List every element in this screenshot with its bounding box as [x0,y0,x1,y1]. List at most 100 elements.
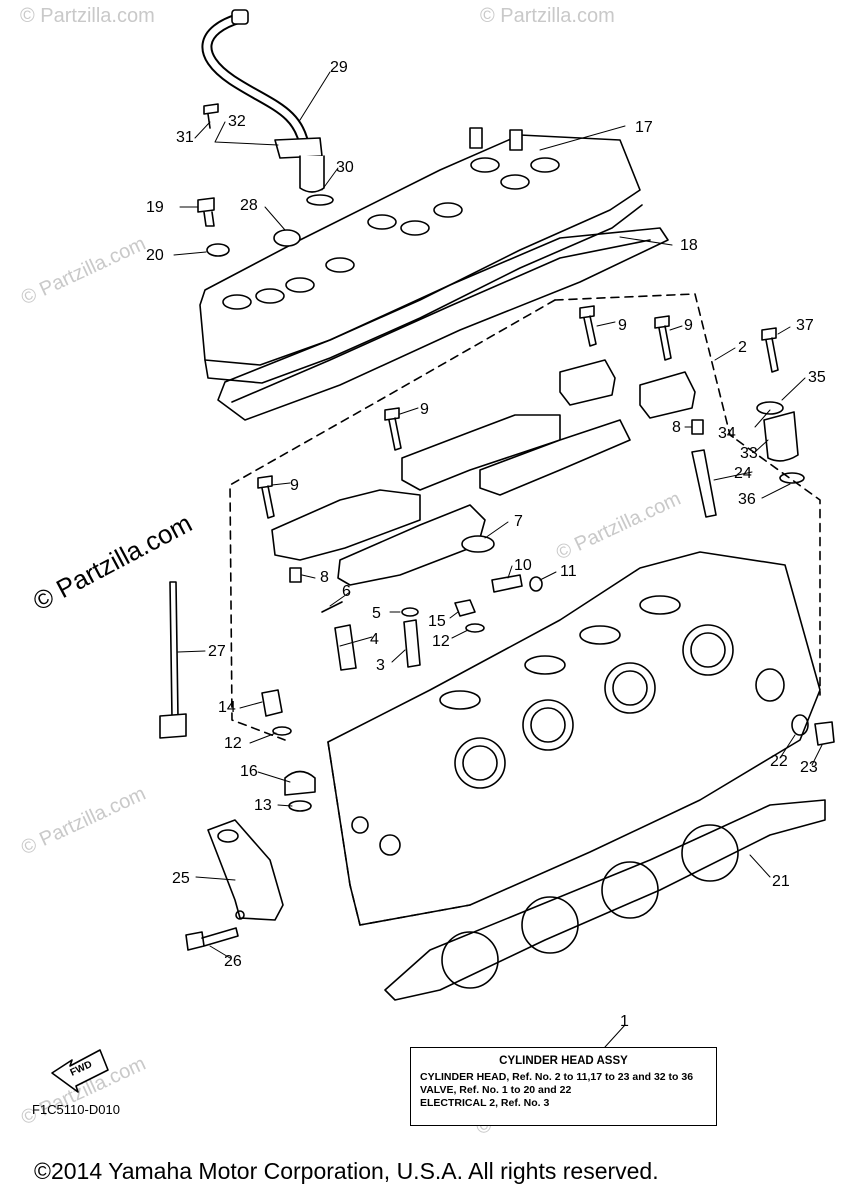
callout-17: 17 [635,119,653,136]
cap-bolt-1 [579,305,597,347]
head-outline-dash [327,741,471,926]
callout-24: 24 [734,465,752,482]
o-ring-36 [779,472,805,484]
gasket-bore-3 [601,861,659,919]
callout-9: 9 [290,477,299,494]
legend-line-3: ELECTRICAL 2, Ref. No. 3 [420,1097,550,1109]
valve-guide-3 [403,619,421,668]
valve-guide-4 [334,624,357,671]
cap-bolt-3 [384,407,402,451]
side-port [755,668,785,702]
cam-cap-long-2 [479,419,631,496]
washer-11 [529,576,543,592]
legend-box: CYLINDER HEAD ASSY CYLINDER HEAD, Ref. N… [410,1047,717,1126]
cover-stud-2 [509,129,523,151]
cap-bolt-4 [257,475,275,519]
legend-line-2: VALVE, Ref. No. 1 to 20 and 22 [420,1084,572,1096]
hose-bracket [274,137,323,159]
head-boss-1 [379,834,401,856]
nut-15 [454,599,476,617]
callout-20: 20 [146,247,164,264]
cam-seat-3 [524,655,566,675]
callout-23: 23 [800,759,818,776]
cover-stud-1 [469,127,483,149]
callout-12: 12 [432,633,450,650]
washer-12a [465,623,485,633]
callout-32: 32 [228,113,246,130]
callout-12: 12 [224,735,242,752]
callout-37: 37 [796,317,814,334]
cover-port-1 [222,294,252,310]
legend-title: CYLINDER HEAD ASSY [499,1055,628,1067]
copyright-notice: ©2014 Yamaha Motor Corporation, U.S.A. A… [34,1158,659,1184]
head-boss-2 [351,816,369,834]
watermark-1: © Partzilla.com [20,5,155,27]
cam-seat-2 [639,595,681,615]
cover-port-9 [500,174,530,190]
callout-29: 29 [330,59,348,76]
bracket-hole-2 [235,910,245,920]
callout-35: 35 [808,369,826,386]
gasket-bore-2 [521,896,579,954]
cam-group-box-left [229,299,556,741]
cam-seat-1 [579,625,621,645]
cam-group-box [554,293,821,696]
callout-33: 33 [740,445,758,462]
callout-6: 6 [342,583,351,600]
fwd-arrow-icon: FWD [51,1049,109,1093]
plug-28 [273,229,301,247]
callout-5: 5 [372,605,381,622]
bracket-25 [207,819,284,921]
sensor-27-rod [169,581,179,719]
watermark-3: © Partzilla.com [18,233,149,310]
cover-port-7 [433,202,463,218]
callout-4: 4 [370,631,379,648]
callout-2: 2 [738,339,747,356]
port-4-inner [690,632,726,668]
cam-seat-4 [439,690,481,710]
callout-15: 15 [428,613,446,630]
dowel-8b [691,419,704,435]
callout-19: 19 [146,199,164,216]
bolt-10 [491,574,523,593]
callout-28: 28 [240,197,258,214]
callout-11: 11 [560,563,577,580]
diagram-code: F1C5110-D010 [32,1102,120,1117]
stud-24 [691,449,717,518]
callout-18: 18 [680,237,698,254]
cylinder-head [327,551,821,926]
callout-8: 8 [672,419,681,436]
callout-22: 22 [770,753,788,770]
callout-9: 9 [684,317,693,334]
cap-bolt-2 [654,315,672,361]
callout-7: 7 [514,513,523,530]
callout-30: 30 [336,159,354,176]
circlip-5 [401,607,419,617]
plate-34 [756,401,784,415]
hose-end [231,9,249,25]
o-ring-30 [306,194,334,206]
callout-16: 16 [240,763,258,780]
callout-14: 14 [218,699,236,716]
cover-port-2 [255,288,285,304]
callout-31: 31 [176,129,194,146]
grommet-20 [206,243,230,257]
callout-36: 36 [738,491,756,508]
callout-26: 26 [224,953,242,970]
watermark-5: © Partzilla.com [18,783,149,860]
plug-23 [814,721,835,746]
callout-10: 10 [514,557,532,574]
dowel-8a [289,567,302,583]
legend-line-1: CYLINDER HEAD, Ref. No. 2 to 11,17 to 23… [420,1071,694,1083]
hose-nipple [299,155,325,193]
cam-cap-long-3 [271,489,421,561]
callout-27: 27 [208,643,226,660]
callout-9: 9 [618,317,627,334]
washer-12b [272,726,292,736]
watermark-2: © Partzilla.com [480,5,615,27]
pin-6 [321,601,343,613]
sleeve-33 [763,411,799,462]
watermark-4: © Partzilla.com [553,488,684,565]
